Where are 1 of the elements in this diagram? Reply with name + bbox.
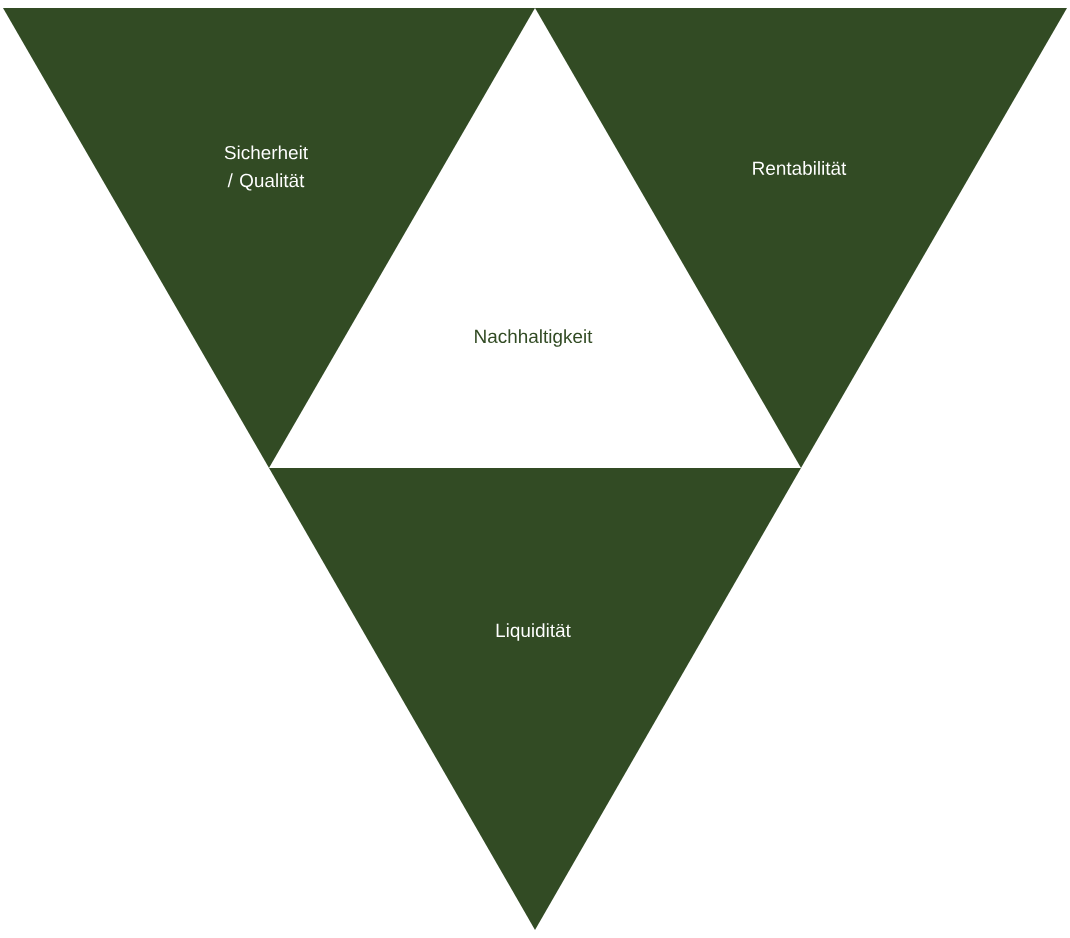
triangle: Liquidität (269, 468, 801, 930)
